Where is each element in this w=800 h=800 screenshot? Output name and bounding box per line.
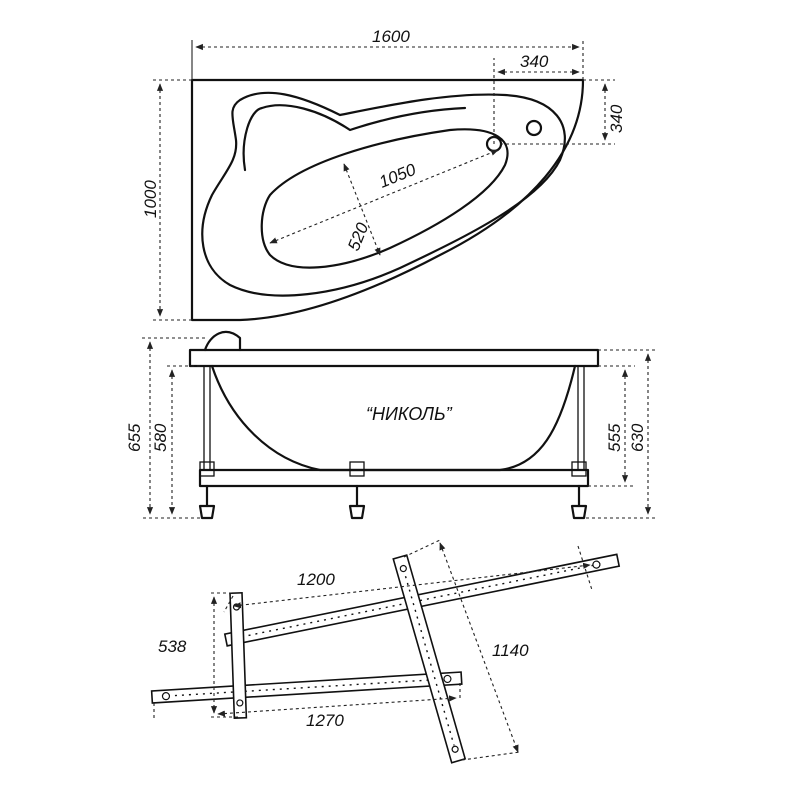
adjustable-foot-middle [348, 461, 366, 520]
dim-drain-offset-y: 340 [607, 104, 626, 133]
tub-backrest-curve [242, 104, 467, 172]
dim-diagonal-bar: 1140 [492, 641, 529, 660]
dim-total-height-left: 655 [125, 423, 144, 452]
top-view: 1600 340 340 1000 1050 520 [141, 27, 626, 322]
adjustable-foot-left [198, 461, 216, 520]
tub-side-rim [188, 348, 600, 368]
tub-rim-inner [201, 91, 566, 297]
dim-drain-offset-x: 340 [520, 52, 549, 71]
dim-frame-height-left: 580 [151, 423, 170, 452]
overflow-hole [525, 119, 543, 137]
tub-bowl-bottom [260, 128, 509, 269]
frame-bar-lower [150, 671, 463, 704]
dim-long-bar-top: 1200 [297, 570, 335, 589]
side-view: “НИКОЛЬ” 655 580 555 630 [125, 331, 655, 520]
dim-frame-height-right: 555 [605, 423, 624, 452]
dim-inner-length: 1050 [376, 160, 419, 192]
frame-bar-diagonal [392, 554, 467, 764]
frame-view: 1200 1270 538 1140 [150, 539, 621, 764]
tub-side-headrest [203, 331, 242, 352]
dim-short-span: 538 [158, 637, 187, 656]
frame-bar-short [229, 591, 248, 719]
adjustable-foot-right [570, 461, 588, 520]
dim-inner-width: 520 [344, 220, 372, 254]
frame-side-bar [198, 468, 590, 488]
dim-width: 1600 [372, 27, 410, 46]
dim-total-height-right: 630 [628, 423, 647, 452]
dim-long-bar-bottom: 1270 [306, 711, 344, 730]
model-name: “НИКОЛЬ” [366, 404, 453, 424]
tub-outer-rim [190, 78, 585, 322]
dim-depth: 1000 [141, 180, 160, 218]
